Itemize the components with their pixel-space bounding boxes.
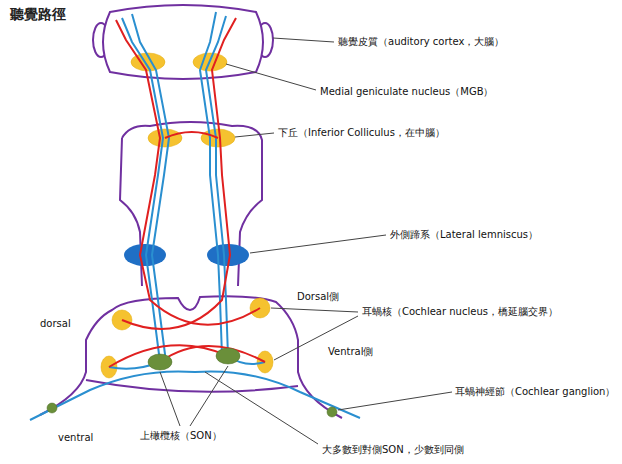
structure-label: 下丘（Inferior Colliculus，在中腦） [278,127,445,139]
superior-olive [216,348,240,364]
side-label: Ventral側 [328,346,374,358]
leader-line [226,64,316,90]
brainstem-outline [40,296,342,418]
side-label: Dorsal側 [297,291,339,303]
leader-line [273,38,334,42]
leader-line [271,308,358,312]
orientation-label: dorsal [40,318,71,330]
superior-olive [148,354,172,370]
leader-line [160,372,180,426]
structure-label: 聽覺皮質（auditory cortex，大腦） [338,36,504,48]
cochlear-ganglion [47,403,57,413]
structure-label: 耳蝸神經節（Cochlear ganglion） [455,386,615,398]
note-label: 大多數到對側SON，少數到同側 [322,444,464,456]
commissural-fiber [165,132,218,138]
structure-label: 外側蹄系（Lateral lemniscus） [390,229,538,241]
auditory-nerve [30,371,360,420]
cochlear-ganglion [327,407,337,417]
leader-line [250,235,386,253]
crossing-fiber [116,20,260,325]
son-projection [160,346,265,362]
orientation-label: ventral [58,432,93,444]
diagram-title: 聽覺路徑 [10,6,66,24]
brainstem-base [86,380,298,392]
crossing-fiber [122,18,236,329]
structure-label: Medial geniculate nucleus（MGB） [320,86,494,98]
leader-line [338,392,452,410]
leader-line [205,372,318,444]
structure-label: 耳蝸核（Cochlear nucleus，橋延腦交界） [362,306,558,318]
leader-line [235,133,274,137]
structure-label: 上橄欖核（SON） [140,430,222,442]
